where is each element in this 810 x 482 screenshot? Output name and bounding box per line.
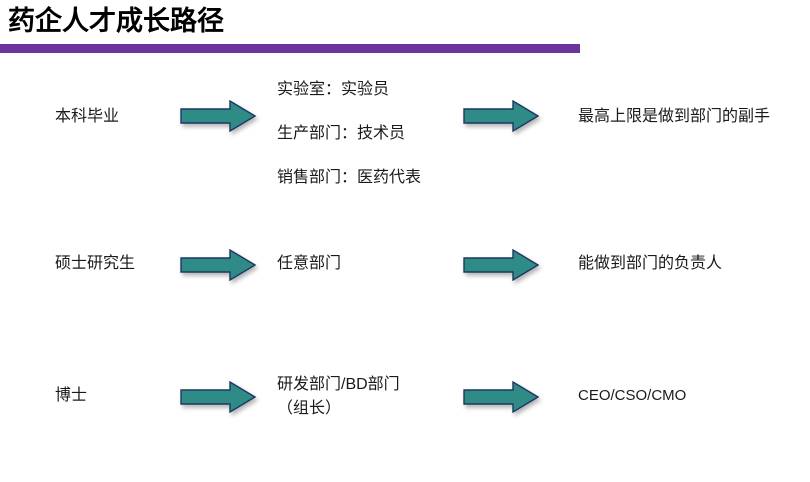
right-arrow-icon: [180, 381, 256, 413]
page-title: 药企人才成长路径: [8, 6, 224, 36]
ceiling-label-doctor: CEO/CSO/CMO: [578, 387, 687, 404]
position-item: 任意部门: [277, 255, 342, 272]
degree-label-master: 硕士研究生: [55, 255, 136, 272]
position-item: 生产部门：技术员: [277, 125, 406, 142]
row-master: 硕士研究生 任意部门 能做到部门的负责人: [0, 240, 810, 290]
right-arrow-icon: [463, 249, 539, 281]
row-doctor: 博士 研发部门/BD部门（组长） CEO/CSO/CMO: [0, 370, 810, 430]
position-item: 实验室：实验员: [277, 81, 390, 98]
position-item: 销售部门：医药代表: [277, 169, 422, 186]
right-arrow-icon: [180, 100, 256, 132]
position-item: 研发部门/BD部门（组长）: [277, 376, 400, 417]
ceiling-label-master: 能做到部门的负责人: [578, 255, 723, 272]
degree-label-bachelor: 本科毕业: [55, 108, 120, 125]
right-arrow-icon: [180, 249, 256, 281]
row-bachelor: 本科毕业 实验室：实验员 生产部门：技术员 销售部门：医药代表 最高上限是做到部…: [0, 78, 810, 208]
title-underline-bar: [0, 44, 580, 53]
right-arrow-icon: [463, 100, 539, 132]
ceiling-label-bachelor: 最高上限是做到部门的副手: [578, 108, 771, 125]
degree-label-doctor: 博士: [55, 387, 88, 404]
right-arrow-icon: [463, 381, 539, 413]
